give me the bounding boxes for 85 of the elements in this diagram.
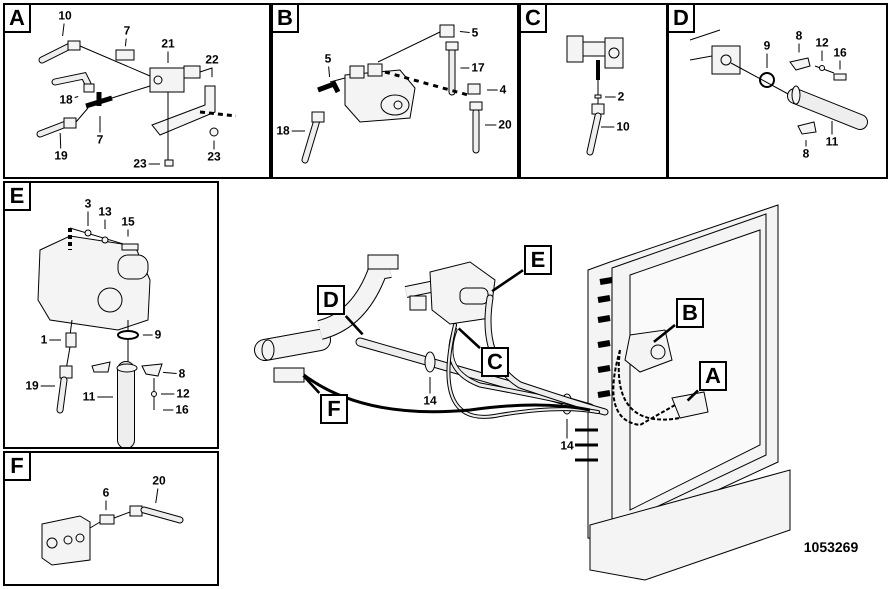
callout-number: 6 bbox=[102, 486, 110, 500]
detail-panel bbox=[3, 3, 271, 179]
callout-number: 13 bbox=[97, 206, 113, 218]
callout-number: 19 bbox=[53, 150, 69, 162]
callout-number: 11 bbox=[82, 390, 96, 404]
callout-number: 9 bbox=[154, 328, 162, 342]
panel-letter: B bbox=[273, 5, 299, 33]
detail-panel bbox=[3, 181, 219, 449]
callout-number: 8 bbox=[802, 148, 810, 160]
leader-line bbox=[798, 43, 800, 53]
leader-line bbox=[766, 53, 768, 68]
panel-letter: F bbox=[5, 453, 31, 481]
detail-panel bbox=[519, 3, 668, 179]
callout-number: 10 bbox=[615, 120, 631, 134]
detail-reference-tag: C bbox=[481, 347, 509, 377]
callout-number: 2 bbox=[616, 90, 626, 104]
leader-line bbox=[74, 96, 79, 98]
leader-line bbox=[566, 418, 568, 439]
pump-drawing bbox=[302, 24, 482, 164]
callout-number: 7 bbox=[96, 134, 104, 146]
callout-number: 8 bbox=[794, 30, 804, 42]
callout-number: 17 bbox=[470, 62, 486, 74]
callout-number: 19 bbox=[24, 380, 40, 392]
callout-number: 10 bbox=[57, 10, 73, 22]
starter-motor-drawing bbox=[38, 228, 163, 447]
callout-number: 16 bbox=[832, 46, 848, 60]
leader-line bbox=[491, 269, 524, 292]
leader-line bbox=[60, 132, 62, 149]
callout-number: 1 bbox=[40, 334, 48, 346]
leader-line bbox=[604, 96, 616, 98]
callout-number: 7 bbox=[122, 24, 132, 38]
leader-line bbox=[328, 66, 330, 78]
leader-line bbox=[600, 126, 615, 128]
callout-number: 5 bbox=[470, 26, 480, 40]
detail-panel bbox=[271, 3, 519, 179]
leader-line bbox=[686, 390, 699, 402]
drawing-number: 1053269 bbox=[804, 539, 858, 555]
detail-reference-tag: F bbox=[320, 394, 348, 424]
callout-number: 11 bbox=[824, 136, 840, 148]
callout-number: 8 bbox=[178, 368, 186, 380]
leader-line bbox=[142, 334, 154, 336]
leader-line bbox=[104, 219, 106, 230]
callout-number: 12 bbox=[175, 388, 191, 400]
leader-line bbox=[62, 23, 65, 37]
leader-line bbox=[291, 130, 306, 132]
leader-line bbox=[484, 124, 497, 126]
detail-panel bbox=[667, 3, 888, 179]
callout-number: 9 bbox=[762, 40, 772, 52]
leader-line bbox=[458, 327, 481, 350]
callout-number: 5 bbox=[324, 52, 332, 66]
callout-number: 16 bbox=[174, 404, 190, 416]
panel-letter: A bbox=[5, 5, 31, 33]
detail-reference-tag: A bbox=[699, 361, 727, 391]
detail-reference-tag: E bbox=[524, 245, 552, 275]
leader-line bbox=[96, 396, 114, 398]
callout-number: 20 bbox=[151, 474, 167, 488]
callout-number: 21 bbox=[160, 38, 176, 50]
callout-number: 18 bbox=[58, 94, 74, 106]
callout-number: 3 bbox=[84, 198, 92, 210]
leader-line bbox=[162, 372, 178, 374]
flange-hose-drawing bbox=[690, 30, 868, 135]
detail-reference-tag: D bbox=[317, 285, 345, 315]
panel-letter: C bbox=[521, 5, 547, 33]
valve-assembly-drawing bbox=[36, 40, 236, 166]
callout-number: 22 bbox=[204, 54, 220, 66]
callout-number: 23 bbox=[206, 150, 222, 164]
callout-number: 23 bbox=[132, 158, 148, 170]
panel-letter: E bbox=[5, 183, 31, 211]
callout-number: 20 bbox=[497, 118, 513, 132]
detail-reference-tag: B bbox=[676, 298, 704, 328]
leader-line bbox=[124, 38, 127, 47]
leader-line bbox=[459, 31, 470, 33]
callout-number: 15 bbox=[120, 216, 136, 228]
callout-number: 14 bbox=[559, 440, 575, 452]
callout-number: 18 bbox=[275, 124, 291, 138]
leader-line bbox=[155, 488, 158, 504]
valve-block-drawing bbox=[42, 506, 184, 566]
leader-line bbox=[302, 374, 320, 394]
detail-panel bbox=[3, 451, 219, 586]
callout-number: 12 bbox=[814, 36, 830, 50]
callout-number: 4 bbox=[498, 84, 508, 96]
leader-line bbox=[344, 315, 364, 336]
callout-number: 14 bbox=[422, 394, 438, 408]
panel-letter: D bbox=[669, 5, 695, 33]
cooling-system-drawing bbox=[254, 204, 790, 581]
